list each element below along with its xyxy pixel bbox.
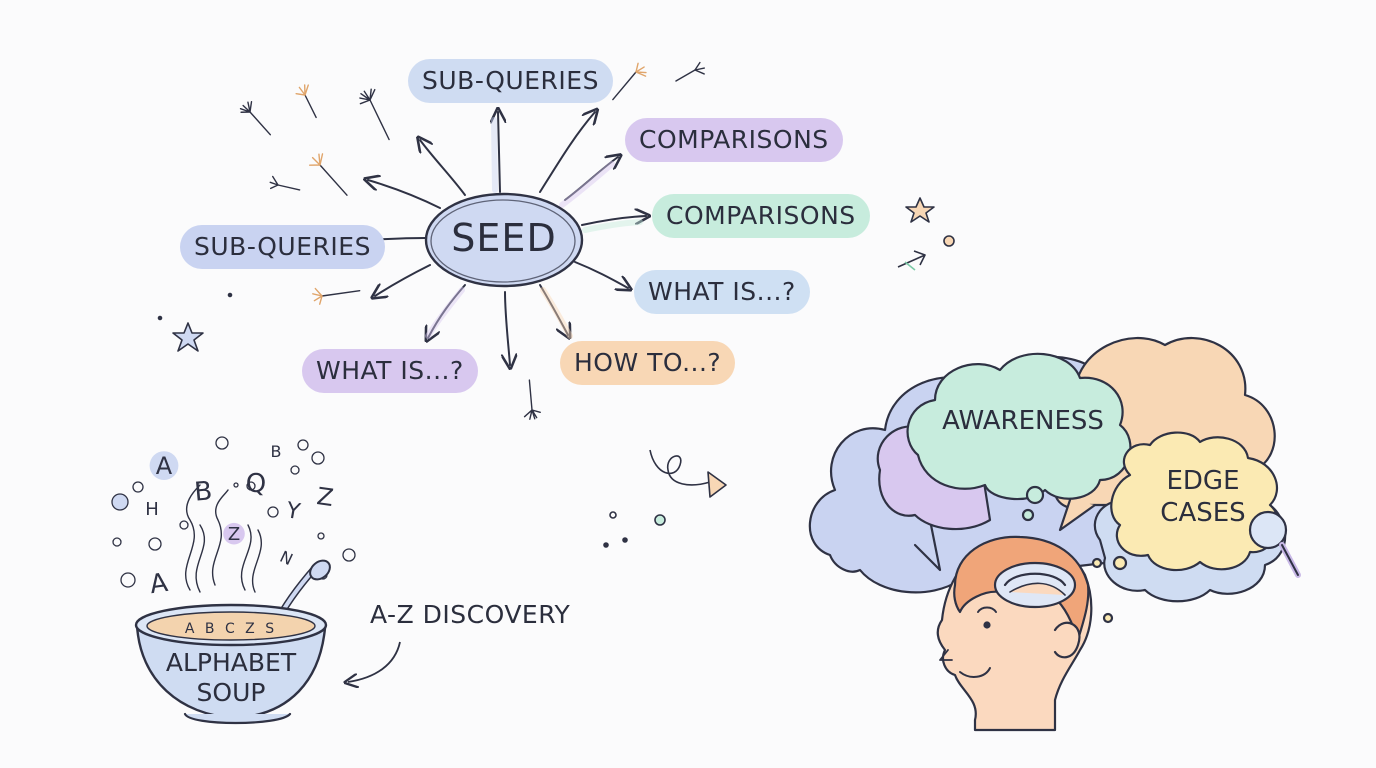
spoke-lower-left — [375, 264, 431, 296]
soup-letter: B — [193, 476, 213, 507]
spoke-upper-right — [539, 112, 595, 193]
bowl-foot — [183, 712, 292, 725]
squiggle-arrow — [649, 449, 711, 486]
seed-node — [424, 192, 584, 288]
thought-illustration — [808, 336, 1301, 732]
spoke-down — [505, 291, 510, 365]
edge-cases-line1: EDGE — [1166, 466, 1240, 496]
dandelion-seed-icon — [309, 153, 348, 196]
az-discovery-caption: A-Z DISCOVERY — [370, 600, 571, 629]
branch-sub-queries-left: SUB-QUERIES — [180, 225, 385, 269]
spoke-upper-left-2 — [420, 140, 466, 196]
dandelion-seed-icon — [239, 100, 272, 136]
dandelion-seeds — [239, 61, 705, 420]
soup-letter: A — [148, 568, 170, 600]
star-icon — [905, 197, 935, 223]
edge-cases-line2: CASES — [1160, 498, 1246, 528]
branch-sub-queries-top: SUB-QUERIES — [408, 59, 613, 103]
letter-bubble — [149, 451, 179, 480]
decorations — [157, 197, 955, 548]
soup-letter: H — [145, 499, 159, 520]
bowl-label: ALPHABET SOUP — [151, 648, 311, 708]
spoke-how-to — [539, 284, 568, 335]
spoke-comparisons-green — [581, 216, 646, 226]
spoke-color-hints — [425, 117, 643, 339]
branch-how-to: HOW TO...? — [560, 341, 736, 385]
dandelion-seed-icon — [359, 88, 390, 141]
branch-what-is-right: WHAT IS...? — [634, 270, 810, 314]
branch-comparisons-purple: COMPARISONS — [625, 118, 843, 162]
soup-letter: Y — [283, 498, 302, 525]
spoke-what-is-right — [574, 261, 628, 288]
spoke-comparisons-purple — [564, 157, 618, 201]
soup-letter: Q — [246, 469, 266, 499]
steam-lines — [184, 484, 263, 593]
letter-bubble — [223, 522, 245, 545]
dandelion-seed-icon — [312, 287, 361, 305]
branch-what-is-left: WHAT IS...? — [302, 349, 478, 393]
dandelion-seed-icon — [612, 62, 647, 101]
spoke-what-is-left — [428, 284, 466, 338]
soup-letter: B — [271, 442, 282, 461]
soup-illustration — [111, 436, 356, 725]
cloud-mint — [906, 352, 1132, 501]
dandelion-seed-icon — [675, 61, 705, 82]
arrow-sparkle-icon — [897, 250, 926, 268]
soup-bubbles — [111, 436, 356, 588]
arrow-sparkle-icon — [904, 261, 916, 271]
soup-letter: N — [277, 547, 296, 569]
seed-label: SEED — [451, 216, 557, 260]
broth-letters: A B C Z S — [185, 621, 277, 637]
soup-letter: Z — [228, 524, 240, 545]
caption-arrow — [348, 641, 401, 682]
broth — [146, 611, 316, 641]
dandelion-seed-icon — [269, 175, 301, 191]
dandelion-seed-icon — [295, 84, 317, 119]
bowl-label-line1: ALPHABET — [165, 648, 297, 677]
branch-comparisons-green: COMPARISONS — [652, 194, 870, 238]
dandelion-seed-icon — [523, 379, 541, 420]
soup-letter: Z — [315, 482, 335, 512]
soup-letter: A — [156, 452, 173, 480]
triangle-arrowhead-icon — [707, 471, 727, 498]
spoke-sub-queries-top — [498, 112, 500, 193]
bowl-label-line2: SOUP — [196, 678, 266, 707]
awareness-label: AWARENESS — [942, 406, 1104, 436]
edge-cases-label: EDGE CASES — [1148, 465, 1258, 529]
dot-icon — [943, 235, 955, 247]
star-icon — [172, 322, 204, 352]
spoke-upper-left-1 — [368, 180, 441, 209]
magnifier-icon — [1248, 510, 1301, 578]
person-head-icon — [936, 535, 1093, 732]
